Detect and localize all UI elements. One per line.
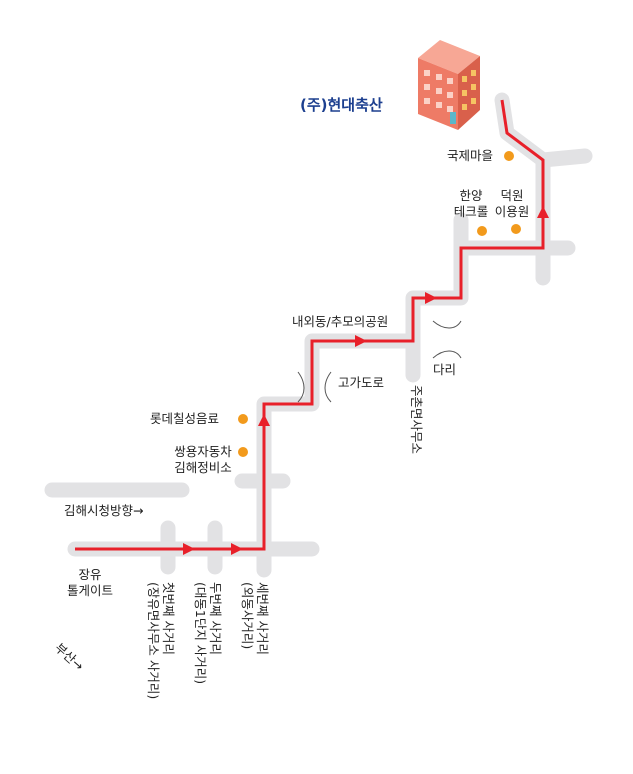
building-icon <box>418 40 480 130</box>
poi-dot-icon <box>238 414 248 424</box>
poi-dot-icon <box>504 151 514 161</box>
poi-dot-icon <box>511 224 521 234</box>
route-arrow-icon <box>231 543 243 555</box>
label-hanyang-line1: 한양 <box>459 188 483 203</box>
label-third-intersection: 세번째 사거리 (외동사거리) <box>240 582 270 655</box>
label-first-intersection-line2: (장유면사무소 사거리) <box>146 582 161 700</box>
poi-dot-icon <box>238 447 248 457</box>
bridge-bracket-icon <box>432 320 462 329</box>
route-arrows <box>183 206 549 555</box>
label-first-intersection: 첫번째 사거리 (장유면사무소 사거리) <box>146 582 176 699</box>
label-deokwon-line1: 덕원 <box>500 188 524 203</box>
label-second-intersection: 두번째 사거리 (대동1단지 사거리) <box>193 582 223 684</box>
label-city-hall: 김해시청방향→ <box>64 503 144 518</box>
bridge-brackets <box>297 320 462 403</box>
label-second-intersection-line2: (대동1단지 사거리) <box>193 582 208 685</box>
route-arrow-icon <box>355 335 367 347</box>
label-jangyu-line1: 장유 <box>78 567 102 582</box>
label-overpass: 고가도로 <box>338 375 385 390</box>
route-arrow-icon <box>537 206 549 218</box>
roads <box>44 92 593 578</box>
label-bridge: 다리 <box>433 362 457 377</box>
label-deokwon: 덕원 이용원 <box>492 188 532 220</box>
route-arrow-icon <box>258 414 270 426</box>
road-route-bed <box>256 92 551 578</box>
poi-dots <box>238 151 521 457</box>
route-arrow-icon <box>183 543 195 555</box>
label-ssangyong: 쌍용자동차 김해정비소 <box>168 444 238 476</box>
label-deokwon-line2: 이용원 <box>494 204 530 219</box>
company-name: (주)현대축산 <box>300 96 383 114</box>
bridge-bracket-icon <box>324 371 332 403</box>
label-third-intersection-line1: 세번째 사거리 <box>255 582 270 655</box>
label-community-center: 주촌면사무소 <box>409 385 424 455</box>
label-ssangyong-line1: 쌍용자동차 <box>174 444 232 459</box>
label-park: 내외동/추모의공원 <box>292 314 389 329</box>
bridge-bracket-icon <box>297 371 305 403</box>
bridge-bracket-icon <box>432 350 462 359</box>
route-arrow-icon <box>425 292 437 304</box>
label-second-intersection-line1: 두번째 사거리 <box>208 582 223 655</box>
label-jangyu-line2: 톨게이트 <box>66 583 113 598</box>
label-third-intersection-line2: (외동사거리) <box>240 582 255 650</box>
label-ssangyong-line2: 김해정비소 <box>174 460 232 475</box>
label-international-village: 국제마을 <box>447 148 494 163</box>
poi-dot-icon <box>477 226 487 236</box>
route-line <box>75 99 545 551</box>
label-lotte: 롯데칠성음료 <box>150 411 220 426</box>
label-hanyang: 한양 테크롤 <box>453 188 489 220</box>
road-northeast <box>535 148 593 168</box>
label-jangyu: 장유 톨게이트 <box>62 567 118 599</box>
label-first-intersection-line1: 첫번째 사거리 <box>161 582 176 655</box>
label-hanyang-line2: 테크롤 <box>453 204 489 219</box>
